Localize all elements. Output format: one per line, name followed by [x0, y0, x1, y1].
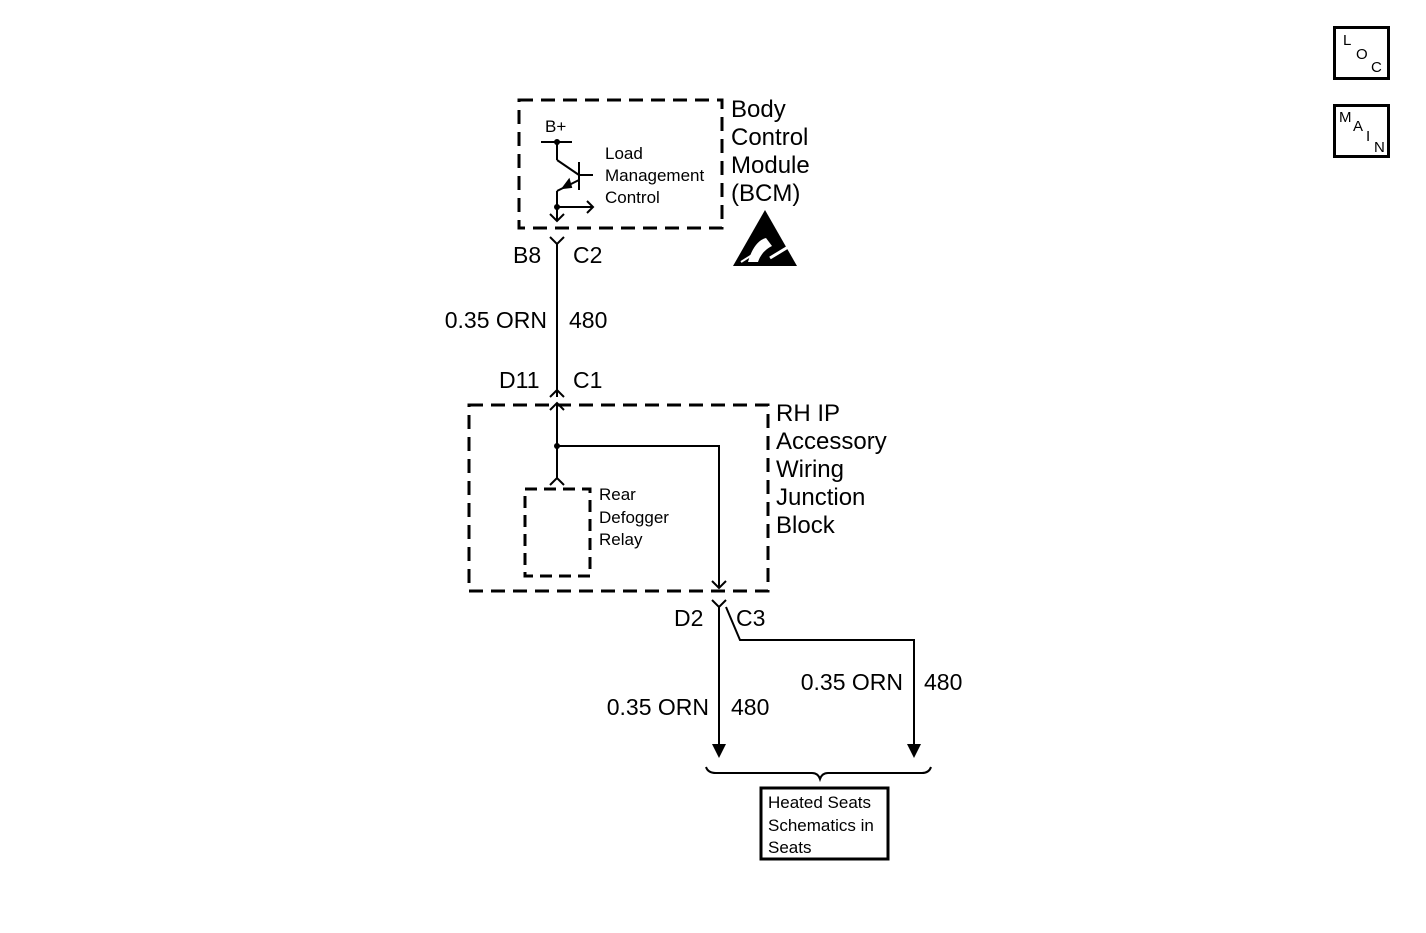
bcm-title-line-2: Control — [731, 124, 808, 151]
left-branch-gauge-label: 0.35 ORN — [607, 694, 709, 720]
loc-letter-1: L — [1343, 32, 1352, 49]
bcm-outline — [517, 98, 724, 230]
main-letter-3: I — [1366, 128, 1371, 145]
main-letter-4: N — [1374, 139, 1385, 156]
relay-label-line-2: Defogger — [599, 508, 669, 527]
junction-title-line-4: Junction — [776, 484, 865, 511]
relay-label-line-3: Relay — [599, 530, 643, 549]
connector-c3-icon — [711, 599, 727, 609]
bcm-title-line-1: Body — [731, 96, 786, 123]
pin-b8-label: B8 — [513, 242, 541, 268]
transistor-icon — [549, 142, 593, 223]
left-branch-circuit-label: 480 — [731, 694, 769, 720]
main-letter-2: A — [1353, 118, 1364, 135]
wire1-circuit-label: 480 — [569, 307, 607, 333]
loc-letter-3: C — [1371, 59, 1382, 76]
connector-c2-icon — [549, 236, 565, 246]
relay-terminal-icon — [549, 476, 565, 486]
junction-title-line-1: RH IP — [776, 400, 840, 427]
bcm-internal-line-3: Control — [605, 188, 660, 207]
bcm-internal-line-2: Management — [605, 166, 705, 185]
reference-line-3: Seats — [768, 838, 811, 857]
bcm-internal-line-1: Load — [605, 144, 643, 163]
wire-480-right-branch — [725, 606, 915, 745]
reference-line-1: Heated Seats — [768, 793, 871, 812]
reference-line-2: Schematics in — [768, 816, 874, 835]
connector-c1-icon — [549, 388, 565, 398]
bcm-supply-label: B+ — [545, 117, 566, 136]
loc-letter-2: O — [1356, 46, 1368, 63]
right-branch-gauge-label: 0.35 ORN — [801, 669, 903, 695]
relay-label-line-1: Rear — [599, 485, 636, 504]
loc-button[interactable]: L O C — [1333, 26, 1390, 80]
connector-c1-label: C1 — [573, 367, 602, 393]
esd-warning-icon — [733, 210, 797, 266]
brace-icon — [705, 766, 932, 783]
junction-title-line-2: Accessory — [776, 428, 887, 455]
connector-c2-label: C2 — [573, 242, 602, 268]
wire1-gauge-label: 0.35 ORN — [445, 307, 547, 333]
main-letter-1: M — [1339, 109, 1352, 126]
right-branch-circuit-label: 480 — [924, 669, 962, 695]
arrow-down-icon — [712, 744, 726, 758]
bcm-title-line-4: (BCM) — [731, 180, 800, 207]
pin-d2-label: D2 — [674, 605, 703, 631]
rear-defogger-relay-outline — [523, 487, 592, 578]
main-button[interactable]: M A I N — [1333, 104, 1390, 158]
pin-d11-label: D11 — [499, 367, 540, 393]
junction-title-line-5: Block — [776, 512, 836, 539]
junction-title-line-3: Wiring — [776, 456, 844, 483]
bcm-title-line-3: Module — [731, 152, 810, 179]
heated-seats-reference-link[interactable]: Heated Seats Schematics in Seats — [759, 786, 890, 861]
connector-c3-label: C3 — [736, 605, 765, 631]
arrow-down-icon — [907, 744, 921, 758]
output-arrow-icon — [557, 200, 595, 214]
